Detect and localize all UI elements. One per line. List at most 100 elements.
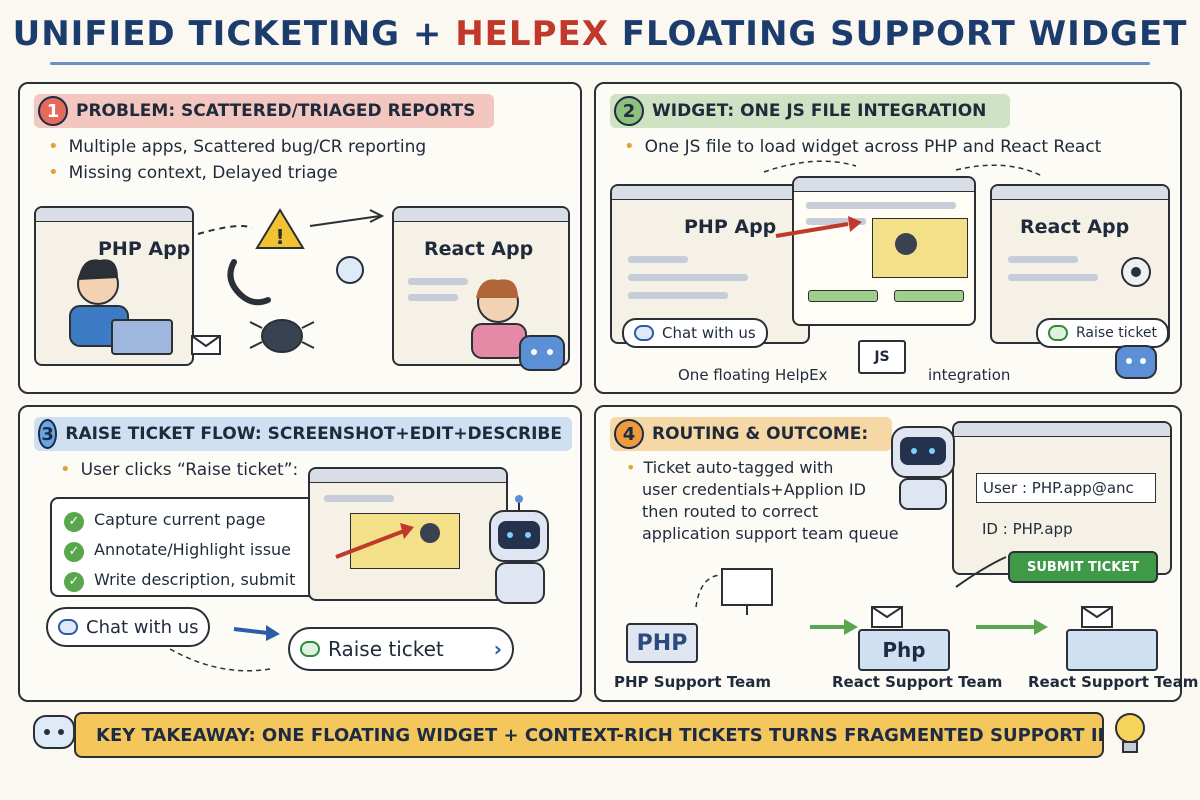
problem-illustration: ! <box>69 208 565 371</box>
php-app-label: PHP App <box>684 216 777 238</box>
panel-routing: 4 ROUTING & OUTCOME: •Ticket auto-tagged… <box>594 405 1198 702</box>
check-icon: ✓ <box>64 512 84 532</box>
chat-icon <box>300 641 320 657</box>
step-label: Annotate/Highlight issue <box>94 540 292 559</box>
chat-bot-icon <box>33 715 75 749</box>
title-part-1: UNIFIED TICKETING + <box>12 14 456 54</box>
bug-icon <box>249 319 315 353</box>
routing-text: user credentials+Applion ID <box>642 480 866 499</box>
step-annotate: ✓ Annotate/Highlight issue <box>64 535 304 565</box>
widget-caption-left: One floating HelpEx <box>678 366 828 384</box>
submit-ticket-button[interactable]: SUBMIT TICKET <box>1008 551 1158 583</box>
robot-icon <box>489 495 549 604</box>
panel-raise-ticket: 3 RAISE TICKET FLOW: SCREENSHOT+EDIT+DES… <box>18 405 582 702</box>
title-underline <box>50 62 1150 65</box>
submit-ticket-label: SUBMIT TICKET <box>1026 559 1140 575</box>
chat-with-us-label: Chat with us <box>662 324 756 342</box>
dashed-connector <box>197 225 253 235</box>
panel-problem: 1 PROBLEM: SCATTERED/TRIAGED REPORTS Mul… <box>18 82 582 394</box>
step-capture: ✓ Capture current page <box>64 505 304 535</box>
php-queue-box: PHP <box>626 623 698 663</box>
routing-text: Ticket auto-tagged with <box>643 458 834 477</box>
chat-bot-icon <box>336 256 364 284</box>
raise-steps-card: ✓ Capture current page ✓ Annotate/Highligh… <box>50 497 318 597</box>
react-queue-box: Php <box>858 629 950 671</box>
routing-bullet: •Ticket auto-tagged with user credential… <box>626 457 899 545</box>
step-number-4: 4 <box>614 419 644 449</box>
arrow-icon <box>775 216 862 238</box>
chat-bot-icon <box>519 335 565 371</box>
routing-line: •Ticket auto-tagged with <box>626 458 834 477</box>
phone-icon <box>227 259 271 306</box>
list-item: One JS file to load widget across PHP an… <box>624 134 1102 160</box>
mail-icon <box>191 335 221 355</box>
arrow-icon <box>335 523 414 559</box>
panel-routing-title: ROUTING & OUTCOME: <box>652 424 869 444</box>
react-queue-box-2 <box>1066 629 1158 671</box>
panel-problem-heading: 1 PROBLEM: SCATTERED/TRIAGED REPORTS <box>34 94 494 128</box>
raise-ticket-label: Raise ticket <box>1076 325 1158 341</box>
monitor-icon <box>721 568 773 615</box>
warning-icon: ! <box>255 208 305 249</box>
id-field[interactable]: ID : PHP.app <box>982 520 1073 538</box>
step-number-3: 3 <box>38 419 58 449</box>
react-app-label: React App <box>1020 216 1130 238</box>
arrow-icon <box>810 556 1048 635</box>
gear-icon <box>1121 257 1151 287</box>
key-takeaway-banner: KEY TAKEAWAY: ONE FLOATING WIDGET + CONT… <box>74 712 1104 758</box>
arrow-icon <box>233 625 280 641</box>
routing-text: then routed to correct <box>642 502 819 521</box>
step-label: Write description, submit <box>94 570 296 589</box>
chat-icon <box>58 619 78 635</box>
chat-icon <box>634 325 654 341</box>
raise-illustration <box>169 495 549 672</box>
key-takeaway-text: KEY TAKEAWAY: ONE FLOATING WIDGET + CONT… <box>96 724 1102 746</box>
check-icon: ✓ <box>64 542 84 562</box>
step-number-2: 2 <box>614 96 644 126</box>
list-item: Missing context, Delayed triage <box>48 160 426 186</box>
svg-text:!: ! <box>275 225 284 249</box>
panel-routing-heading: 4 ROUTING & OUTCOME: <box>610 417 892 451</box>
frustrated-user-icon <box>69 259 173 355</box>
routing-text: application support team queue <box>642 524 899 543</box>
raise-ticket-button[interactable]: Raise ticket <box>1036 318 1170 348</box>
chat-with-us-button[interactable]: Chat with us <box>622 318 768 348</box>
panel-widget-heading: 2 WIDGET: ONE JS FILE INTEGRATION <box>610 94 1010 128</box>
list-item: Multiple apps, Scattered bug/CR reportin… <box>48 134 427 160</box>
arrow-icon <box>309 215 381 227</box>
check-icon: ✓ <box>64 572 84 592</box>
team-label-php: PHP Support Team <box>614 673 771 691</box>
widget-bullets: One JS file to load widget across PHP an… <box>624 134 1102 160</box>
lightbulb-icon <box>1115 713 1145 753</box>
panel-raise-heading: 3 RAISE TICKET FLOW: SCREENSHOT+EDIT+DES… <box>34 417 572 451</box>
chat-with-us-label: Chat with us <box>86 616 199 638</box>
frustrated-user-icon <box>471 279 527 359</box>
title-accent: HELPEX <box>455 14 609 54</box>
bug-icon <box>895 233 917 255</box>
check-icon <box>1048 325 1068 341</box>
problem-bullets: Multiple apps, Scattered bug/CR reportin… <box>48 134 427 186</box>
robot-icon <box>891 426 955 510</box>
raise-ticket-button[interactable]: Raise ticket › <box>288 627 514 671</box>
raise-ticket-label: Raise ticket <box>328 637 444 661</box>
team-label-react: React Support Team <box>832 673 1003 691</box>
mail-icon <box>871 606 1113 628</box>
raise-intro: User clicks “Raise ticket”: <box>60 457 299 483</box>
panel-widget-title: WIDGET: ONE JS FILE INTEGRATION <box>652 101 987 121</box>
chat-bot-icon <box>1115 345 1157 379</box>
user-field[interactable]: User : PHP.app@anc <box>976 473 1156 503</box>
js-file-label: JS <box>874 349 890 365</box>
php-app-label: PHP App <box>98 238 191 260</box>
step-label: Capture current page <box>94 510 266 529</box>
chat-with-us-button[interactable]: Chat with us <box>46 607 211 647</box>
routing-illustration <box>695 426 1113 635</box>
chevron-right-icon: › <box>493 637 502 661</box>
title-part-2: FLOATING SUPPORT WIDGET <box>608 14 1188 54</box>
php-app-window: PHP App <box>610 184 810 344</box>
panel-raise-title: RAISE TICKET FLOW: SCREENSHOT+EDIT+DESCR… <box>65 424 562 444</box>
panel-problem-title: PROBLEM: SCATTERED/TRIAGED REPORTS <box>76 101 476 121</box>
list-item: User clicks “Raise ticket”: <box>60 457 299 483</box>
panel-widget: 2 WIDGET: ONE JS FILE INTEGRATION One JS… <box>594 82 1182 394</box>
bug-icon <box>420 523 440 543</box>
widget-caption-right: integration <box>928 366 1011 384</box>
